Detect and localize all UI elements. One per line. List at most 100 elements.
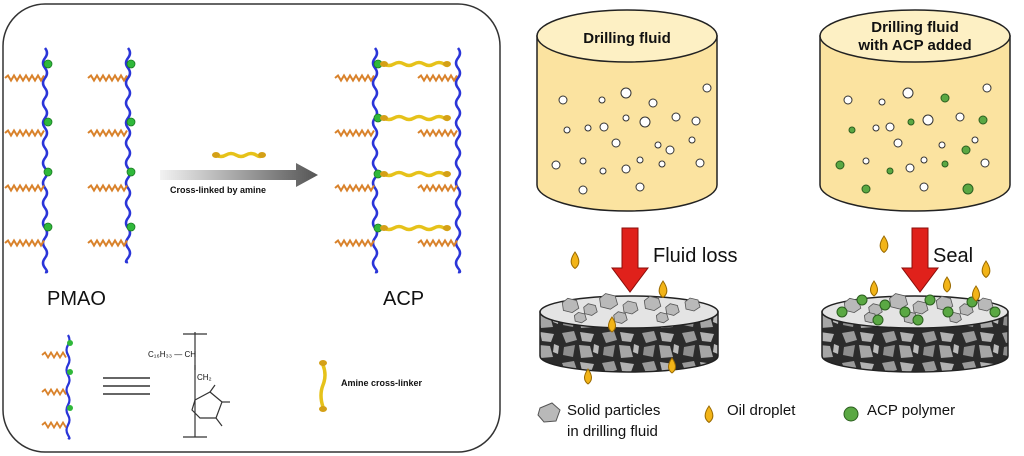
acp-polymer-particle: [836, 306, 848, 318]
fluid-particles-with-acp: [835, 83, 992, 195]
solid-particle: [563, 126, 571, 134]
solid-particle: [643, 295, 662, 312]
solid-particle: [684, 297, 701, 312]
arrow-label: Cross-linked by amine: [170, 185, 267, 195]
solid-particle: [599, 167, 607, 175]
alkyl-side-chain: [334, 128, 375, 138]
acp-polymer-particle: [941, 160, 949, 168]
acp-label: ACP: [383, 288, 425, 310]
oil-droplet: [972, 285, 980, 302]
oil-droplet: [981, 260, 991, 279]
oil-droplet: [608, 316, 616, 333]
anhydride-group: [126, 167, 136, 177]
anhydride-group: [67, 340, 73, 346]
solid-particle: [639, 116, 651, 128]
legend-solid-line2: in drilling fluid: [567, 423, 658, 440]
polymer-backbone: [41, 47, 49, 274]
solid-particle: [621, 164, 631, 174]
acp-polymer-particle: [962, 183, 974, 195]
oil-droplet: [943, 276, 951, 293]
anhydride-group: [67, 405, 73, 411]
solid-particle: [599, 293, 619, 310]
amine-crosslinker: [319, 364, 327, 408]
alkyl-side-chain: [417, 128, 458, 138]
solid-particle: [902, 87, 914, 99]
acp-fluid-cylinder: [819, 9, 1011, 212]
alkyl-side-chain: [334, 183, 375, 193]
cylinder1-title: Drilling fluid: [583, 30, 671, 47]
solid-particle: [919, 182, 929, 192]
polymer-backbone: [65, 334, 71, 440]
solid-particle: [980, 158, 990, 168]
amine-crosslinker: [215, 151, 264, 159]
acp-polymer-particle: [907, 118, 915, 126]
alkyl-side-chain: [417, 238, 458, 248]
solid-particle: [688, 136, 696, 144]
legend-oil-label: Oil droplet: [727, 402, 796, 419]
pmao-chains: [4, 47, 136, 274]
acp-polymer-particle: [924, 294, 936, 306]
fluid-loss-arrow: [611, 227, 649, 293]
solid-particle: [620, 87, 632, 99]
solid-particle: [920, 156, 928, 164]
solid-particle: [599, 122, 609, 132]
anhydride-group: [67, 369, 73, 375]
acp-chains: [334, 47, 462, 274]
crosslinker-end: [212, 152, 220, 158]
crosslinker-end: [443, 61, 451, 67]
alkyl-side-chain: [4, 73, 45, 83]
alkyl-side-chain: [4, 238, 45, 248]
solid-particle: [872, 124, 880, 132]
crosslinker-end: [443, 115, 451, 121]
oil-droplet: [879, 235, 889, 254]
crosslinker-end: [380, 115, 388, 121]
reaction-arrow: [160, 163, 318, 187]
anhydride-group: [43, 167, 53, 177]
seal-label: Seal: [933, 245, 974, 267]
sealed-cake-surface: [836, 293, 1001, 326]
crosslinker-end: [258, 152, 266, 158]
solid-particle: [655, 311, 669, 324]
oil-droplets: [570, 235, 991, 385]
solid-particle: [905, 163, 915, 173]
anhydride-group: [43, 222, 53, 232]
solid-particle: [654, 141, 662, 149]
crosslinker-end: [380, 171, 388, 177]
acp-polymer-particle: [879, 299, 891, 311]
solid-particle: [671, 112, 681, 122]
alkyl-side-chain: [87, 183, 128, 193]
acp-polymer-particle: [886, 167, 894, 175]
solid-particle: [938, 141, 946, 149]
solid-particle: [893, 138, 903, 148]
alkyl-side-chain: [41, 420, 67, 430]
alkyl-side-chain: [4, 128, 45, 138]
oil-droplet: [570, 251, 580, 270]
acp-polymer-legend-icon: [843, 406, 859, 422]
solid-particle: [551, 160, 561, 170]
crosslinker-icon: [212, 151, 266, 159]
anhydride-group: [126, 117, 136, 127]
anhydride-group: [126, 222, 136, 232]
pmao-label: PMAO: [47, 288, 106, 310]
cylinder2-title-line1: Drilling fluid: [871, 19, 959, 36]
crosslinker-end: [443, 171, 451, 177]
legend-crosslinker-icon: [319, 360, 327, 412]
solid-particle: [622, 114, 630, 122]
crosslinker-end: [380, 225, 388, 231]
legend-chain-icon: [41, 334, 73, 440]
alkyl-side-chain: [87, 128, 128, 138]
acp-polymer-particle: [861, 184, 871, 194]
solid-particle: [691, 116, 701, 126]
acp-polymer-particle: [989, 306, 1001, 318]
alkyl-side-chain: [87, 73, 128, 83]
solid-particle: [611, 138, 621, 148]
acp-polymer-particle: [835, 160, 845, 170]
anhydride-group: [43, 117, 53, 127]
oil-droplet: [658, 280, 668, 299]
solid-particle: [971, 136, 979, 144]
solid-particle: [702, 83, 712, 93]
crosslinker-end: [443, 225, 451, 231]
acp-polymer-particle: [899, 306, 911, 318]
solid-particle: [622, 300, 639, 315]
